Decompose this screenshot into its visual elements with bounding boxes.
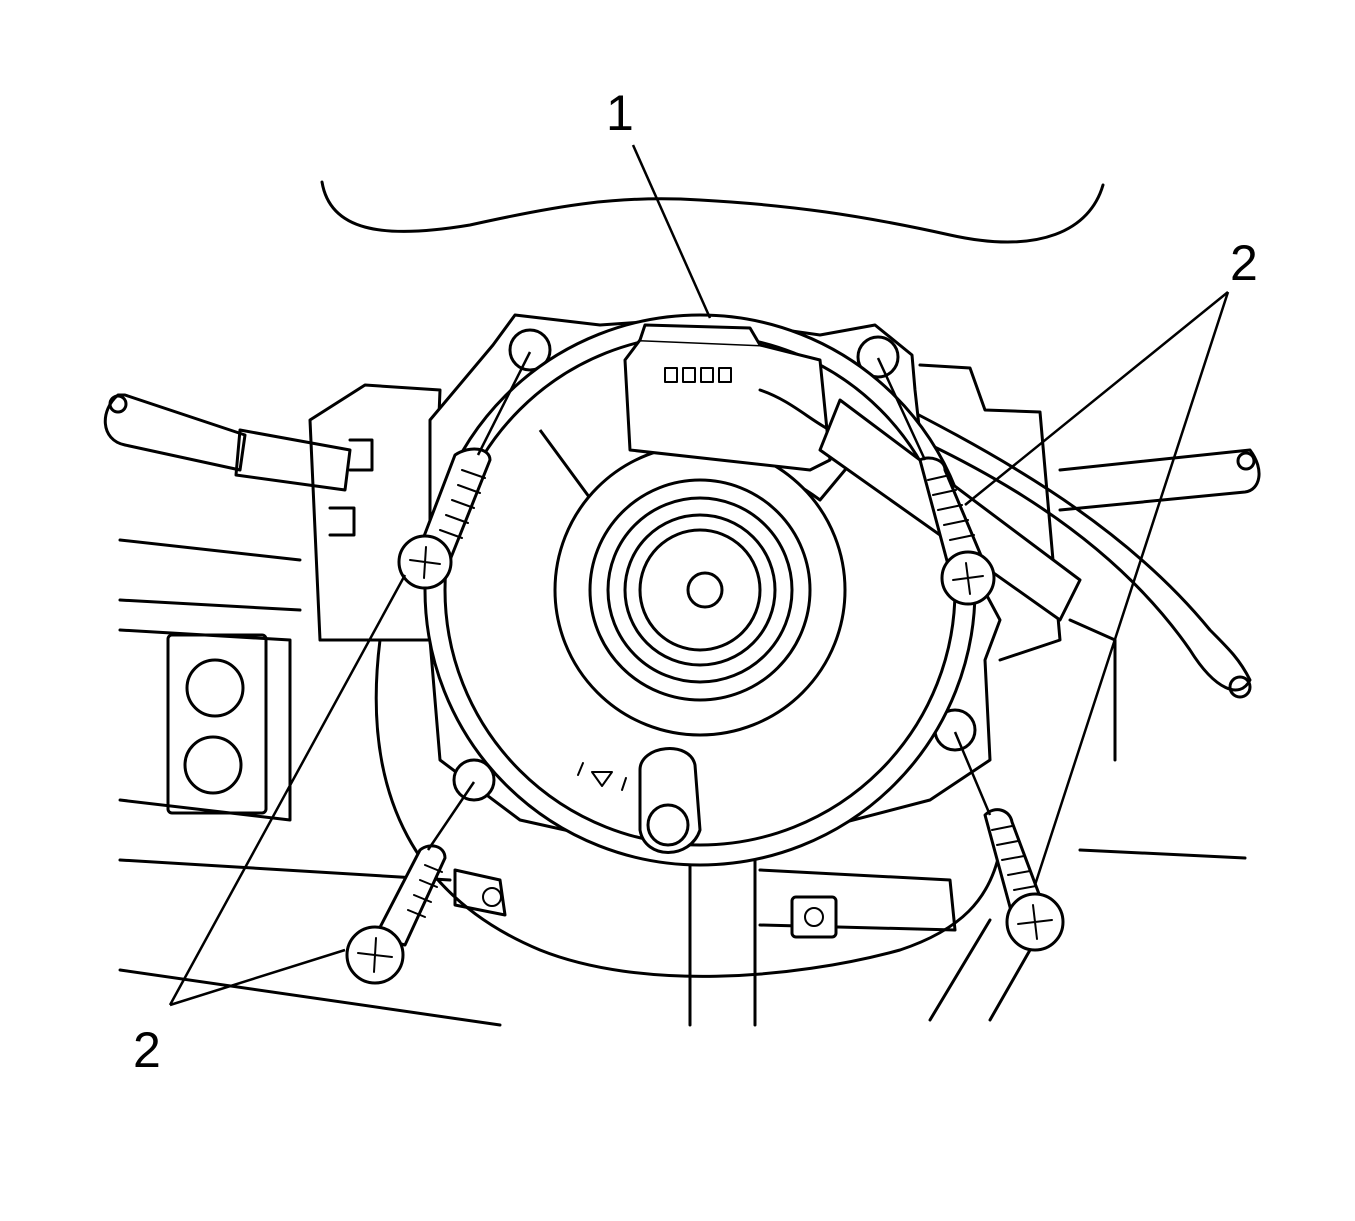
right-stalk <box>1058 448 1261 512</box>
screw-lower-right <box>983 808 1065 952</box>
multifunction-switch-left <box>118 383 442 642</box>
screw-lower-left <box>345 844 447 985</box>
callout-1: 1 <box>606 85 634 141</box>
screw-upper-left <box>397 447 492 590</box>
callout-2-upper-right: 2 <box>1230 235 1258 291</box>
steering-wheel-outline <box>320 180 1105 244</box>
left-stalk <box>103 393 352 492</box>
leader-lines <box>168 144 1230 1007</box>
wiring-harness <box>838 383 1252 692</box>
multifunction-switch-right <box>918 363 1247 1022</box>
callout-2-lower-left: 2 <box>133 1022 161 1078</box>
